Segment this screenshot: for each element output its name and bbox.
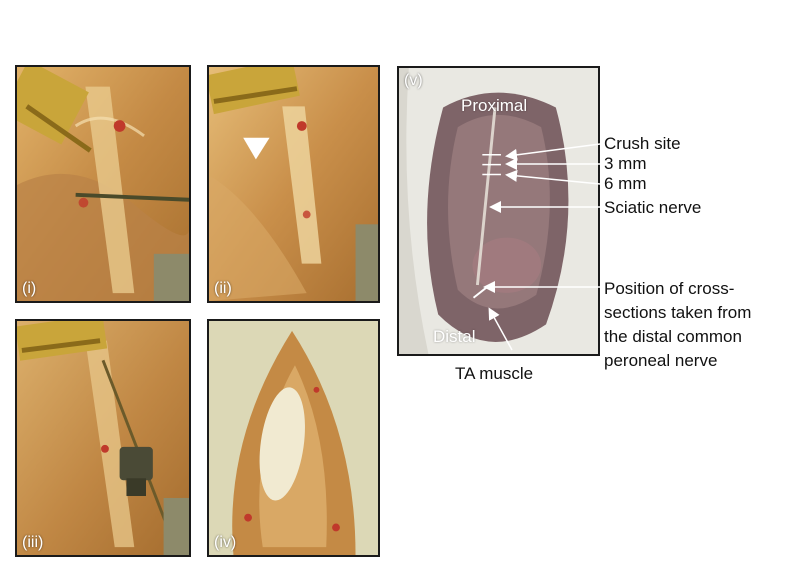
cross-section-label-4: peroneal nerve xyxy=(604,351,718,370)
panel-label: (v) xyxy=(404,72,423,89)
cross-section-label-1: Position of cross- xyxy=(604,279,735,298)
surgery-photo-iv xyxy=(209,321,378,555)
photo-panel-iii: (iii) xyxy=(15,319,191,557)
surgery-photo-iii xyxy=(17,321,189,555)
crush-site-label: Crush site xyxy=(604,134,681,153)
cross-section-label-3: the distal common xyxy=(604,327,742,346)
panel-label: (iii) xyxy=(22,534,44,551)
photo-panel-i: (i) xyxy=(15,65,191,303)
photo-panel-ii: (ii) xyxy=(207,65,380,303)
proximal-label: Proximal xyxy=(461,96,528,115)
surgery-photo-i xyxy=(17,67,189,301)
6mm-label: 6 mm xyxy=(604,174,647,193)
panel-label: (iv) xyxy=(214,534,237,551)
distal-label: Distal xyxy=(433,327,476,346)
sciatic-nerve-label: Sciatic nerve xyxy=(604,198,702,217)
photo-panel-v: (v) Proximal Distal xyxy=(397,66,600,356)
surgery-photo-ii xyxy=(209,67,378,301)
photo-panel-iv: (iv) xyxy=(207,319,380,557)
arrowhead-marker xyxy=(243,137,270,160)
panel-label: (i) xyxy=(22,280,37,297)
3mm-label: 3 mm xyxy=(604,154,647,173)
panel-label: (ii) xyxy=(214,280,232,297)
ta-muscle-label: TA muscle xyxy=(455,364,534,383)
cross-section-label-2: sections taken from xyxy=(604,303,752,322)
